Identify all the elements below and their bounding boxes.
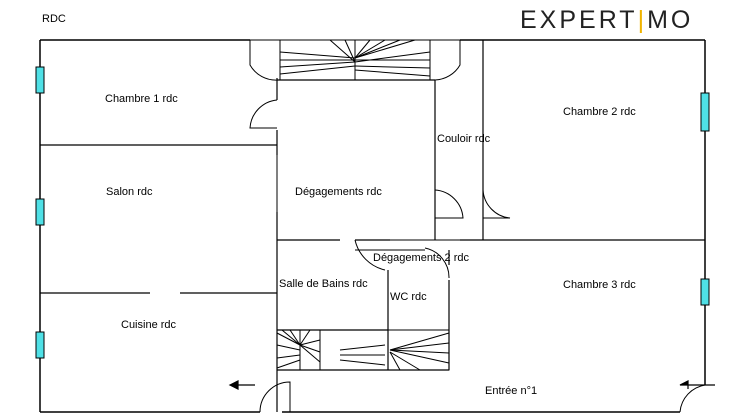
room-label-chambre-2: Chambre 2 rdc: [563, 106, 636, 118]
brand-logo-text-end: MO: [647, 6, 694, 34]
room-label-salon: Salon rdc: [106, 186, 153, 198]
staircase-bottom: [276, 329, 450, 371]
room-label-couloir: Couloir rdc: [437, 133, 491, 145]
room-label-entree: Entrée n°1: [485, 385, 537, 397]
room-label-degagements-2: Dégagements 2 rdc: [373, 252, 469, 264]
brand-logo-accent: |: [637, 6, 648, 34]
brand-logo: EXPERT|MO: [520, 6, 693, 35]
door-swings: [249, 99, 706, 413]
window-chambre-3: [700, 278, 710, 306]
level-label: RDC: [42, 13, 66, 25]
room-label-chambre-1: Chambre 1 rdc: [105, 93, 178, 105]
room-label-wc: WC rdc: [390, 291, 427, 303]
window-chambre-2: [700, 92, 710, 132]
window-salon: [35, 198, 45, 226]
room-label-salle-de-bains: Salle de Bains rdc: [279, 278, 368, 290]
windows: [35, 66, 710, 359]
window-chambre-1: [35, 66, 45, 94]
staircase-top: [249, 39, 461, 81]
window-cuisine: [35, 331, 45, 359]
room-label-degagements: Dégagements rdc: [295, 186, 382, 198]
room-label-chambre-3: Chambre 3 rdc: [563, 279, 636, 291]
arrows: [228, 380, 715, 390]
room-label-cuisine: Cuisine rdc: [121, 319, 177, 331]
brand-logo-text-start: EXPERT: [520, 6, 638, 34]
